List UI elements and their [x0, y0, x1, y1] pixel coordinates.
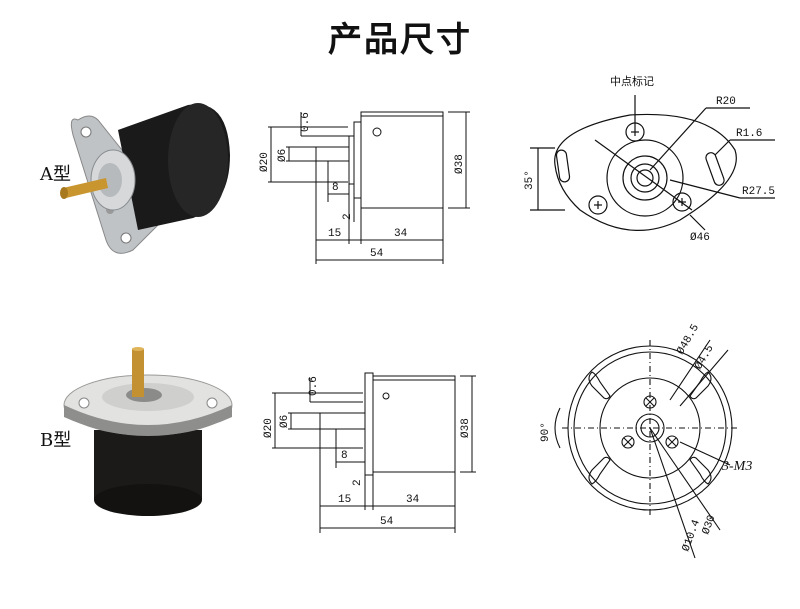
type-a-photo [60, 103, 230, 254]
dim-b-shaft-length: 15 [338, 494, 351, 506]
dim-a-gap: 2 [342, 213, 354, 220]
dim-b-total-length: 54 [380, 516, 394, 528]
label-b-screws: 3-M3 [721, 459, 752, 474]
label-a-dia46: Ø46 [690, 232, 710, 244]
dim-a-body-length: 34 [394, 228, 408, 240]
label-b-dia30: Ø30 [700, 514, 718, 537]
dim-a-flange-dia: Ø20 [259, 152, 271, 172]
dim-a-shaft-flat: 8 [332, 182, 339, 194]
label-a-angle: 35° [524, 170, 536, 190]
type-a-front-view: 中点标记 R20 R1.6 35° R27.5 Ø46 [524, 74, 775, 244]
label-a-r16: R1.6 [736, 128, 762, 140]
type-a-side-view: 0.6 Ø20 Ø6 8 2 15 34 Ø38 54 [259, 111, 470, 264]
dim-b-flange-dia: Ø20 [263, 418, 275, 438]
type-b-side-view: 0.6 Ø20 Ø6 8 2 15 34 Ø38 54 [263, 372, 476, 533]
dim-a-flange-thickness: 0.6 [300, 112, 312, 132]
dim-b-shaft-dia: Ø6 [279, 415, 291, 428]
dim-b-body-dia: Ø38 [460, 418, 472, 438]
label-center-mark: 中点标记 [610, 74, 654, 88]
dim-a-body-dia: Ø38 [454, 154, 466, 174]
type-a-label: A型 [40, 164, 71, 185]
label-b-dia485: Ø48.5 [675, 322, 702, 357]
page-title: 产品尺寸 [328, 20, 472, 60]
type-b-front-view: Ø48.5 Ø4.5 90° 3-M3 Ø30 Ø10.4 [540, 322, 752, 559]
dim-a-total-length: 54 [370, 248, 384, 260]
dim-b-gap: 2 [352, 479, 364, 486]
label-b-dia104: Ø10.4 [680, 518, 703, 553]
dim-b-body-length: 34 [406, 494, 420, 506]
type-b-photo [63, 347, 233, 516]
dim-a-shaft-length: 15 [328, 228, 341, 240]
dim-a-shaft-dia: Ø6 [277, 149, 289, 162]
label-a-r275: R27.5 [742, 186, 775, 198]
dim-b-shaft-flat: 8 [341, 450, 348, 462]
label-b-angle: 90° [540, 422, 552, 442]
type-b-label: B型 [40, 430, 72, 451]
label-a-r20: R20 [716, 96, 736, 108]
dim-b-flange-thickness: 0.6 [308, 376, 320, 396]
